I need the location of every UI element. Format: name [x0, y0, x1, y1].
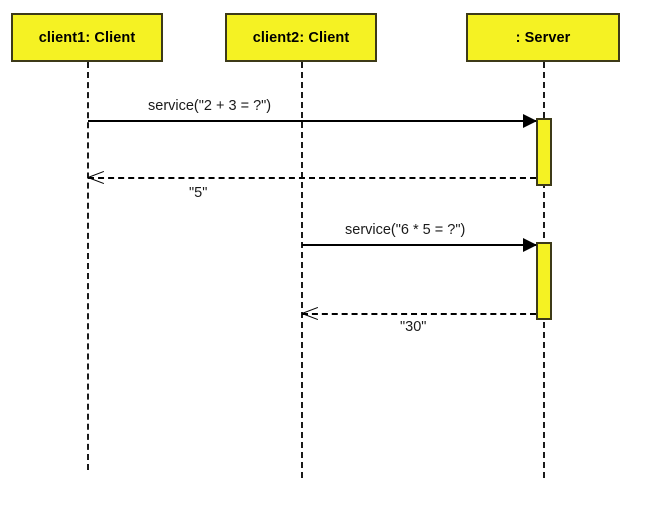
message-arrowhead-3 [523, 238, 537, 252]
participant-box-client2[interactable]: client2: Client [225, 13, 377, 62]
message-label-3: service("6 * 5 = ?") [345, 222, 466, 238]
message-line-2 [88, 177, 536, 179]
activation-bar-server-2[interactable] [536, 242, 552, 320]
message-line-1 [88, 120, 536, 122]
participant-box-server[interactable]: : Server [466, 13, 620, 62]
message-arrowhead-1 [523, 114, 537, 128]
lifeline-client1 [87, 62, 89, 470]
activation-bar-server-1[interactable] [536, 118, 552, 186]
lifeline-client2 [301, 62, 303, 478]
message-line-4 [302, 313, 536, 315]
message-label-4: "30" [400, 319, 427, 335]
participant-label-client2: client2: Client [252, 29, 350, 46]
participant-box-client1[interactable]: client1: Client [11, 13, 163, 62]
message-label-2: "5" [189, 185, 208, 201]
participant-label-server: : Server [515, 29, 571, 46]
participant-label-client1: client1: Client [38, 29, 136, 46]
message-line-3 [302, 244, 536, 246]
message-label-1: service("2 + 3 = ?") [148, 98, 272, 114]
